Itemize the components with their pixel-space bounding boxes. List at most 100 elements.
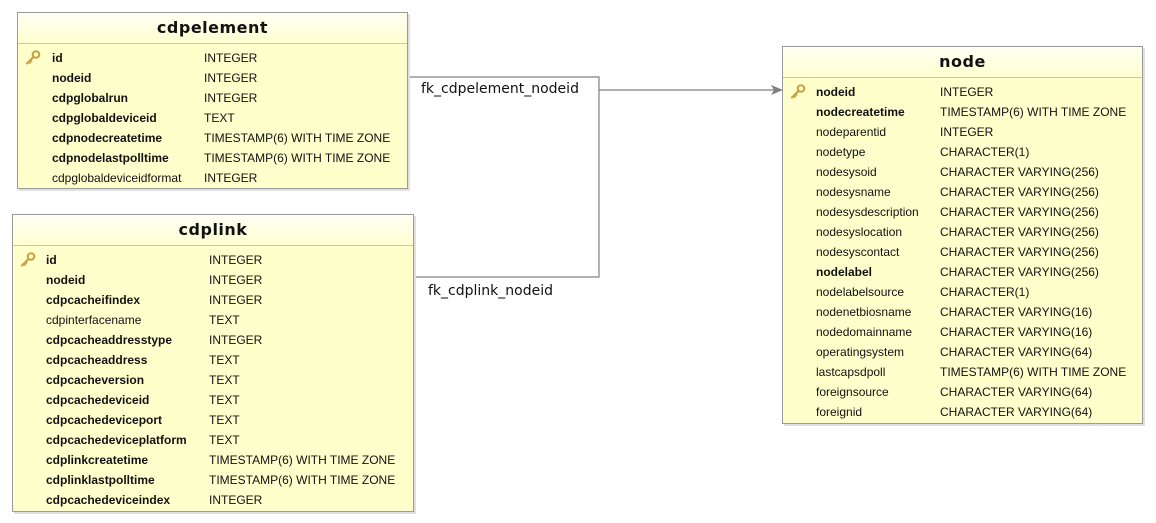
column-name: nodenetbiosname: [816, 305, 912, 319]
column-type: CHARACTER VARYING(64): [940, 345, 1093, 359]
column-type: TIMESTAMP(6) WITH TIME ZONE: [209, 453, 396, 467]
column-row[interactable]: operatingsystem CHARACTER VARYING(64): [783, 342, 1142, 362]
column-name: cdpcachedeviceid: [46, 393, 150, 407]
column-name: cdpcachedeviceindex: [46, 493, 171, 507]
column-type: INTEGER: [209, 333, 263, 347]
column-name: cdpinterfacename: [46, 313, 142, 327]
column-type: CHARACTER VARYING(256): [940, 205, 1099, 219]
column-row[interactable]: cdplinklastpolltime TIMESTAMP(6) WITH TIM…: [13, 470, 413, 490]
column-row[interactable]: cdpcachedeviceplatform TEXT: [13, 430, 413, 450]
column-row[interactable]: nodesysname CHARACTER VARYING(256): [783, 182, 1142, 202]
column-type: INTEGER: [209, 293, 263, 307]
column-name: operatingsystem: [816, 345, 905, 359]
column-type: INTEGER: [209, 253, 263, 267]
column-row[interactable]: cdplinkcreatetime TIMESTAMP(6) WITH TIME …: [13, 450, 413, 470]
column-name: cdplinklastpolltime: [46, 473, 155, 487]
fk-cdpelement-line: [407, 76, 600, 90]
column-type: CHARACTER VARYING(256): [940, 185, 1099, 199]
column-type: CHARACTER VARYING(256): [940, 165, 1099, 179]
column-type: TIMESTAMP(6) WITH TIME ZONE: [940, 365, 1127, 379]
fk-cdpelement-label: fk_cdpelement_nodeid: [421, 81, 579, 97]
column-type: INTEGER: [209, 273, 263, 287]
column-row[interactable]: cdpcachedeviceid TEXT: [13, 390, 413, 410]
column-row[interactable]: nodeid INTEGER: [18, 68, 407, 88]
column-type: INTEGER: [940, 125, 994, 139]
column-type: TEXT: [209, 413, 240, 427]
column-row[interactable]: nodesyscontact CHARACTER VARYING(256): [783, 242, 1142, 262]
column-name: cdplinkcreatetime: [46, 453, 149, 467]
column-name: id: [46, 253, 57, 267]
column-row[interactable]: cdpcacheaddress TEXT: [13, 350, 413, 370]
column-name: lastcapsdpoll: [816, 365, 886, 379]
column-name: cdpcachedeviceplatform: [46, 433, 187, 447]
fk-cdplink-line: [413, 90, 600, 278]
column-row[interactable]: id INTEGER: [13, 250, 413, 270]
column-type: TEXT: [209, 433, 240, 447]
column-name: nodeparentid: [816, 125, 887, 139]
column-type: TEXT: [209, 353, 240, 367]
column-name: cdpcacheaddress: [46, 353, 148, 367]
column-type: INTEGER: [209, 493, 263, 507]
column-row[interactable]: nodesysdescription CHARACTER VARYING(256): [783, 202, 1142, 222]
column-name: nodesysname: [816, 185, 891, 199]
column-type: INTEGER: [204, 91, 258, 105]
column-type: TIMESTAMP(6) WITH TIME ZONE: [204, 151, 391, 165]
column-type: CHARACTER VARYING(256): [940, 225, 1099, 239]
column-name: cdpglobalrun: [52, 91, 128, 105]
column-type: TEXT: [209, 393, 240, 407]
column-row[interactable]: cdpcachedeviceindex INTEGER: [13, 490, 413, 510]
column-row[interactable]: cdpnodelastpolltime TIMESTAMP(6) WITH TIM…: [18, 148, 407, 168]
column-name: foreignsource: [816, 385, 889, 399]
column-name: cdpnodelastpolltime: [52, 151, 169, 165]
fk-cdplink-label: fk_cdplink_nodeid: [428, 283, 553, 299]
column-name: cdpcacheifindex: [46, 293, 141, 307]
column-type: INTEGER: [940, 85, 994, 99]
column-row[interactable]: nodeparentid INTEGER: [783, 122, 1142, 142]
table-title: cdpelement: [18, 13, 407, 44]
column-name: cdpglobaldeviceidformat: [52, 171, 182, 185]
column-name: nodeid: [52, 71, 92, 85]
column-row[interactable]: lastcapsdpoll TIMESTAMP(6) WITH TIME ZONE: [783, 362, 1142, 382]
column-name: nodesyscontact: [816, 245, 900, 259]
column-type: CHARACTER VARYING(256): [940, 245, 1099, 259]
column-row[interactable]: nodelabel CHARACTER VARYING(256): [783, 262, 1142, 282]
column-name: nodelabel: [816, 265, 873, 279]
column-row[interactable]: cdpcacheifindex INTEGER: [13, 290, 413, 310]
column-name: nodedomainname: [816, 325, 913, 339]
column-row[interactable]: foreignsource CHARACTER VARYING(64): [783, 382, 1142, 402]
key-icon: [790, 84, 806, 100]
column-type: INTEGER: [204, 71, 258, 85]
column-row[interactable]: cdpglobalrun INTEGER: [18, 88, 407, 108]
column-name: cdpglobaldeviceid: [52, 111, 157, 125]
column-name: nodesysdescription: [816, 205, 919, 219]
column-type: CHARACTER VARYING(256): [940, 265, 1099, 279]
key-icon: [25, 50, 41, 66]
column-type: CHARACTER VARYING(64): [940, 385, 1093, 399]
column-type: TIMESTAMP(6) WITH TIME ZONE: [209, 473, 396, 487]
